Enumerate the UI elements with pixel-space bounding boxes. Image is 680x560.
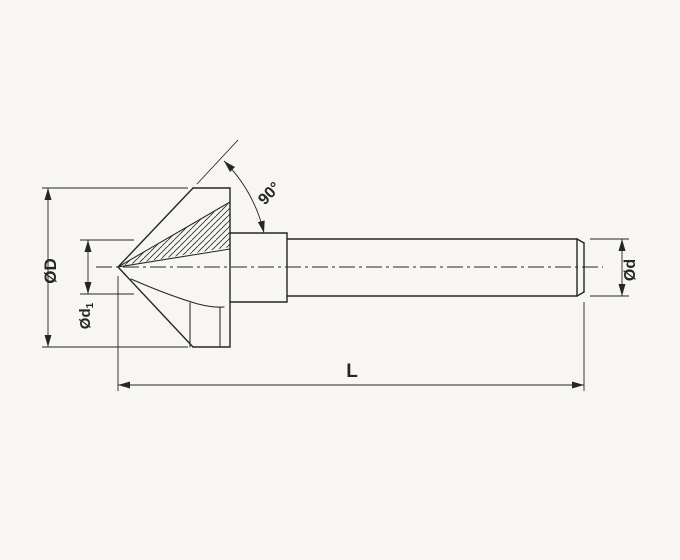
dimension-L: L — [117, 276, 585, 391]
arc-arrow-upper — [224, 161, 235, 172]
angle-label: 90° — [255, 179, 284, 208]
dimension-d: Ød — [590, 238, 639, 297]
part-outline — [117, 187, 585, 348]
dimension-d1: Ød1 — [77, 239, 134, 329]
dimension-D: ØD — [41, 187, 188, 348]
flute-hatch-wedge — [117, 201, 231, 268]
diameter-D-label: ØD — [41, 258, 60, 284]
length-L-label: L — [346, 361, 358, 382]
diameter-d-label: Ød — [622, 259, 639, 281]
arc-arrow-lower — [257, 220, 265, 233]
diameter-d1-label: Ød1 — [77, 302, 96, 329]
lower-flute-lines — [130, 278, 225, 348]
